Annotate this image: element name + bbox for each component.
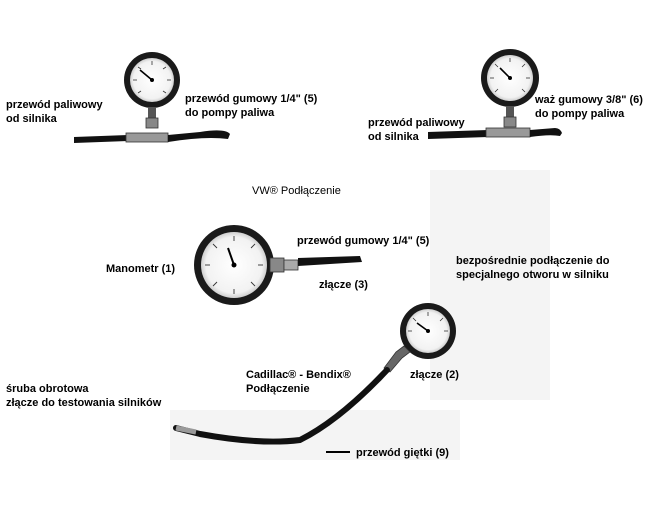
gauge-cadillac bbox=[173, 303, 456, 445]
label-from-engine: od silnika bbox=[6, 113, 57, 125]
label-from-engine-right: od silnika bbox=[368, 131, 419, 143]
label-connector-2: złącze (2) bbox=[410, 369, 459, 381]
label-manometer: Manometr (1) bbox=[106, 263, 176, 275]
label-direct-connection: bezpośrednie podłączenie do bbox=[456, 255, 610, 267]
gauge-top-right bbox=[428, 49, 562, 139]
label-special-port: specjalnego otworu w silniku bbox=[456, 269, 609, 281]
label-rubber-hose-5: przewód gumowy 1/4" (5) bbox=[185, 93, 318, 105]
label-cadillac-connection: Podłączenie bbox=[246, 383, 310, 395]
label-to-fuel-pump-right: do pompy paliwa bbox=[535, 108, 625, 120]
gauge-manometer bbox=[194, 225, 362, 305]
background-smudge bbox=[430, 170, 550, 400]
label-rubber-hose-6: waż gumowy 3/8" (6) bbox=[535, 94, 643, 106]
label-engine-test-connector: złącze do testowania silników bbox=[6, 397, 162, 409]
label-vw-rubber-hose: przewód gumowy 1/4" (5) bbox=[297, 235, 430, 247]
label-cadillac-bendix: Cadillac® - Bendix® bbox=[246, 369, 351, 381]
label-swivel-screw: śruba obrotowa bbox=[6, 383, 89, 395]
gauge-top-left bbox=[74, 52, 230, 143]
label-fuel-line-right: przewód paliwowy bbox=[368, 117, 465, 129]
label-connector-3: złącze (3) bbox=[319, 279, 368, 291]
label-fuel-line: przewód paliwowy bbox=[6, 99, 103, 111]
label-to-fuel-pump: do pompy paliwa bbox=[185, 107, 275, 119]
label-flex-hose: przewód giętki (9) bbox=[356, 447, 449, 459]
label-vw-connection: VW® Podłączenie bbox=[252, 185, 341, 197]
